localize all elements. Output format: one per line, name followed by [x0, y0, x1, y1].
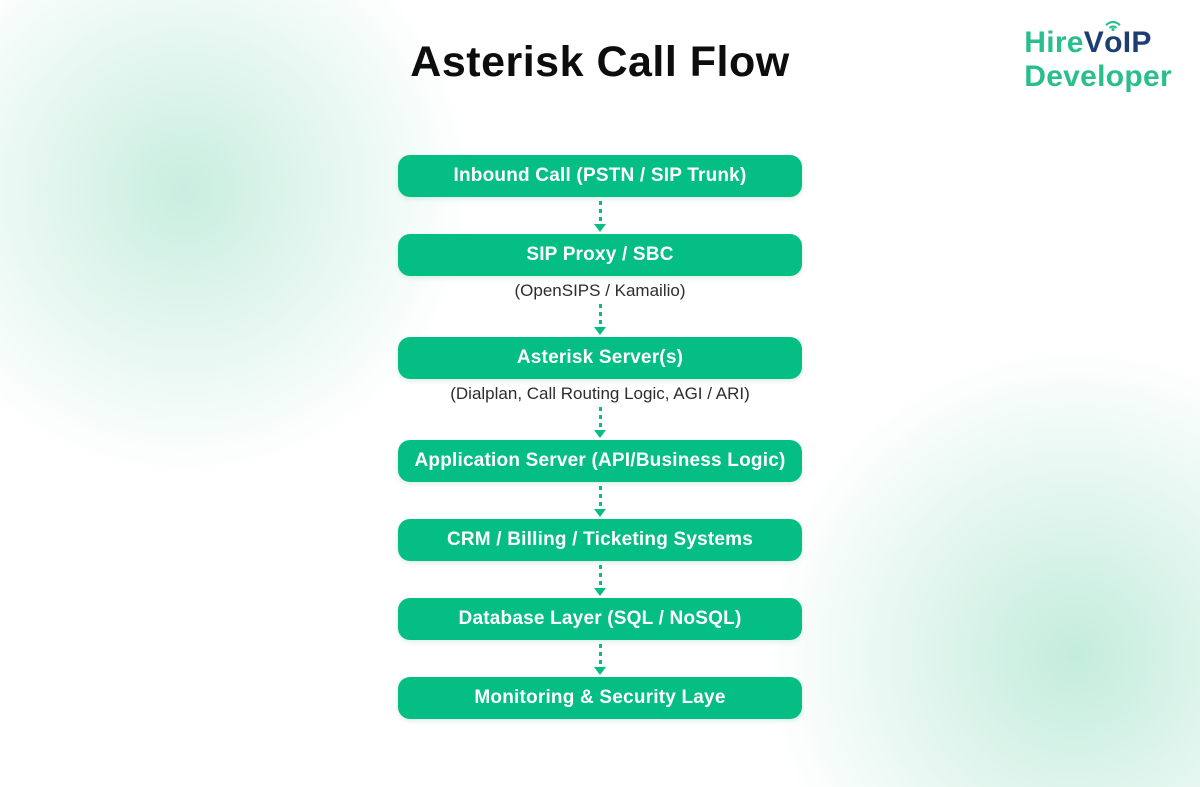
arrow-head	[594, 588, 606, 597]
wifi-icon	[1105, 19, 1122, 32]
flow-node-asterisk-server: Asterisk Server(s)	[398, 337, 802, 380]
down-arrow-icon	[594, 201, 606, 233]
flow-node-subtitle-sip-proxy: (OpenSIPS / Kamailio)	[514, 281, 686, 301]
arrow-head	[594, 224, 606, 233]
flow-node-crm-billing-ticketing: CRM / Billing / Ticketing Systems	[398, 519, 802, 562]
flow-node-label: Inbound Call (PSTN / SIP Trunk)	[453, 165, 747, 187]
flow-node-monitoring-security: Monitoring & Security Laye	[398, 677, 802, 720]
page-title: Asterisk Call Flow	[410, 38, 790, 86]
arrow-dashed-line	[598, 486, 602, 511]
flow-node-inbound-call: Inbound Call (PSTN / SIP Trunk)	[398, 155, 802, 198]
flow-node-sip-proxy: SIP Proxy / SBC	[398, 234, 802, 277]
arrow-head	[594, 509, 606, 518]
logo-text-developer: Developer	[1024, 60, 1172, 93]
arrow-head	[594, 327, 606, 336]
flow-node-subtitle-asterisk-server: (Dialplan, Call Routing Logic, AGI / ARI…	[450, 384, 750, 404]
down-arrow-icon	[594, 407, 606, 439]
arrow-dashed-line	[598, 407, 602, 432]
arrow-dashed-line	[598, 201, 602, 226]
arrow-head	[594, 667, 606, 676]
flow-node-label: SIP Proxy / SBC	[526, 244, 674, 266]
arrow-head	[594, 430, 606, 439]
down-arrow-icon	[594, 486, 606, 518]
arrow-dashed-line	[598, 565, 602, 590]
flow-node-label: CRM / Billing / Ticketing Systems	[446, 529, 754, 551]
flow-node-label: Asterisk Server(s)	[516, 347, 684, 369]
arrow-dashed-line	[598, 304, 602, 329]
logo-letter-o-with-wifi: o	[1104, 21, 1123, 60]
flow-diagram: Inbound Call (PSTN / SIP Trunk) SIP Prox…	[398, 155, 802, 720]
logo-text-hire: Hire	[1024, 26, 1084, 59]
logo-text-o: o	[1104, 26, 1123, 59]
flow-node-label: Database Layer (SQL / NoSQL)	[458, 608, 742, 630]
flow-node-application-server: Application Server (API/Business Logic)	[398, 440, 802, 483]
flow-node-label: Application Server (API/Business Logic)	[414, 450, 786, 472]
logo-text-ip: IP	[1122, 26, 1152, 59]
down-arrow-icon	[594, 565, 606, 597]
flow-node-label: Monitoring & Security Laye	[474, 687, 726, 709]
down-arrow-icon	[594, 304, 606, 336]
down-arrow-icon	[594, 644, 606, 676]
arrow-dashed-line	[598, 644, 602, 669]
logo-text-v: V	[1083, 26, 1105, 59]
flow-node-database-layer: Database Layer (SQL / NoSQL)	[398, 598, 802, 641]
